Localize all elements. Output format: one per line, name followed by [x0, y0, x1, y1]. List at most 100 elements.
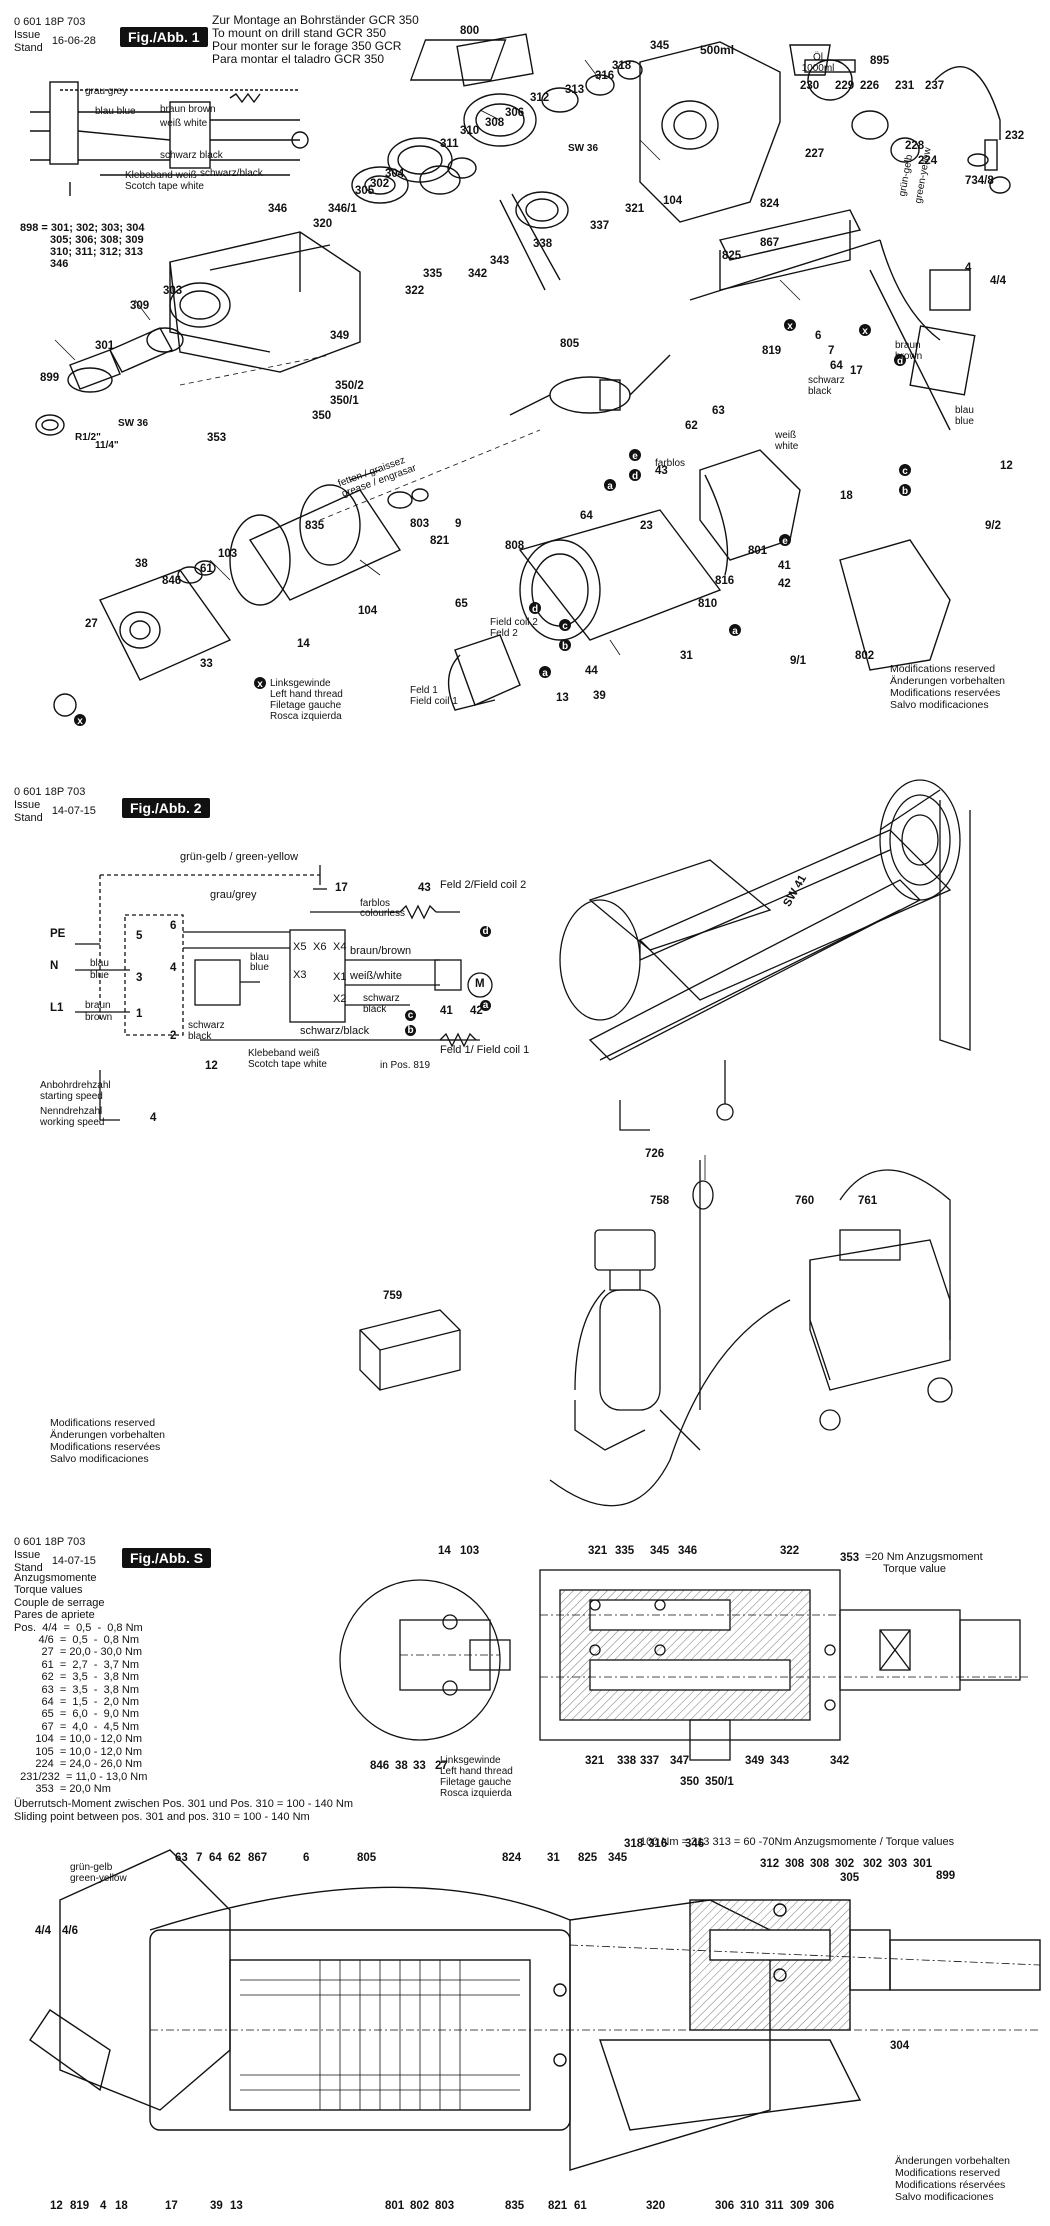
svg-text:x: x: [77, 716, 83, 727]
part-label: 62: [685, 420, 698, 432]
part-label: 41: [778, 560, 791, 572]
svg-text:d: d: [897, 356, 903, 367]
part-label: 228: [905, 140, 925, 152]
part-label: 302: [370, 178, 390, 190]
oil-label: Öl 1000ml: [801, 52, 835, 74]
svg-text:c: c: [562, 621, 568, 632]
part-label: 44: [585, 665, 598, 677]
part-label: 227: [805, 148, 825, 160]
switch-assembly-4: [869, 239, 976, 431]
part-label: 237: [925, 80, 945, 92]
part-label: 343: [490, 255, 510, 267]
issue-date: 14-07-15: [51, 1555, 96, 1567]
svg-text:a: a: [607, 481, 613, 492]
part-label: 224: [918, 155, 938, 167]
part-label: 305: [355, 185, 375, 197]
part-label: 335: [423, 268, 443, 280]
part-label: 353: [207, 432, 227, 444]
part-label: 64: [580, 510, 593, 522]
part-label: 306: [505, 107, 525, 119]
svg-text:d: d: [632, 471, 638, 482]
stand-label: Stand: [14, 42, 43, 54]
part-label: 103: [218, 548, 238, 560]
part-label: 816: [715, 575, 735, 587]
vacuum-761: [549, 1169, 953, 1507]
torque-353-en: Torque value: [883, 1563, 946, 1575]
part-label: 345: [650, 40, 670, 52]
issue-label: Issue: [14, 29, 41, 41]
part-label: 313: [565, 84, 585, 96]
part-label: 301: [95, 340, 115, 352]
part-label: 800: [460, 25, 480, 37]
part-label: 33: [200, 658, 213, 670]
part-label: 17: [850, 365, 863, 377]
svg-text:x: x: [787, 321, 793, 332]
part-label: 895: [870, 55, 890, 67]
motor-armature-803: [229, 469, 429, 606]
kit-note: 898 = 301; 302; 303; 304 305; 306; 308; …: [20, 222, 145, 270]
issue-date: 14-07-15: [51, 805, 96, 817]
part-label: 350/2: [335, 380, 364, 392]
svg-text:e: e: [782, 536, 788, 547]
oil-volume-small: 500ml: [700, 43, 735, 57]
fig2-schematic: [75, 865, 493, 1121]
figS-tag: Fig./Abb. S: [122, 1548, 212, 1568]
part-label: 27: [85, 618, 98, 630]
part-label: 229: [835, 80, 855, 92]
part-label: 808: [505, 540, 525, 552]
part-label: 231: [895, 80, 915, 92]
part-code: 0 601 18P 703: [14, 1536, 86, 1548]
part-label: 13: [556, 692, 569, 704]
part-label: 350: [312, 410, 332, 422]
base-800: [409, 39, 507, 81]
water-valve-assembly: [804, 59, 1011, 194]
part-label: 226: [860, 80, 880, 92]
water-tank-758: [574, 1160, 714, 1451]
part-label: 312: [530, 92, 550, 104]
full-section-view: [29, 1849, 1041, 2171]
part-label: 65: [455, 598, 468, 610]
part-label: 43: [655, 465, 668, 477]
box-759: [359, 1309, 461, 1391]
part-label: 821: [430, 535, 450, 547]
part-label: 9/1: [790, 655, 806, 667]
detail-circle-view: [339, 1579, 511, 1741]
slip-torque-de: Überrutsch-Moment zwischen Pos. 301 und …: [14, 1798, 354, 1810]
part-label: 31: [680, 650, 693, 662]
part-label: 23: [640, 520, 653, 532]
part-label: 824: [760, 198, 780, 210]
brush-holder-805: [509, 354, 671, 416]
fig2-tag: Fig./Abb. 2: [122, 798, 210, 818]
part-label: 899: [40, 372, 60, 384]
part-label: 835: [305, 520, 325, 532]
part-label: 230: [800, 80, 820, 92]
part-label: 39: [593, 690, 606, 702]
svg-text:a: a: [732, 626, 738, 637]
oil-bottle-895: [789, 44, 831, 76]
part-label: 337: [590, 220, 610, 232]
part-label: 846: [162, 575, 182, 587]
part-label: 6: [815, 330, 822, 342]
svg-text:b: b: [902, 486, 908, 497]
svg-text:x: x: [257, 679, 263, 690]
mount-note: Zur Montage an Bohrständer GCR 350 To mo…: [212, 13, 419, 66]
part-label: 802: [855, 650, 875, 662]
part-label: 14: [297, 638, 310, 650]
fig2-drill-rig: [559, 779, 971, 1180]
svg-text:e: e: [632, 451, 638, 462]
fig1-tag: Fig./Abb. 1: [120, 27, 208, 47]
part-label: 18: [840, 490, 853, 502]
part-label: 338: [533, 238, 553, 250]
part-label: 311: [440, 138, 459, 150]
svg-text:x: x: [862, 326, 868, 337]
